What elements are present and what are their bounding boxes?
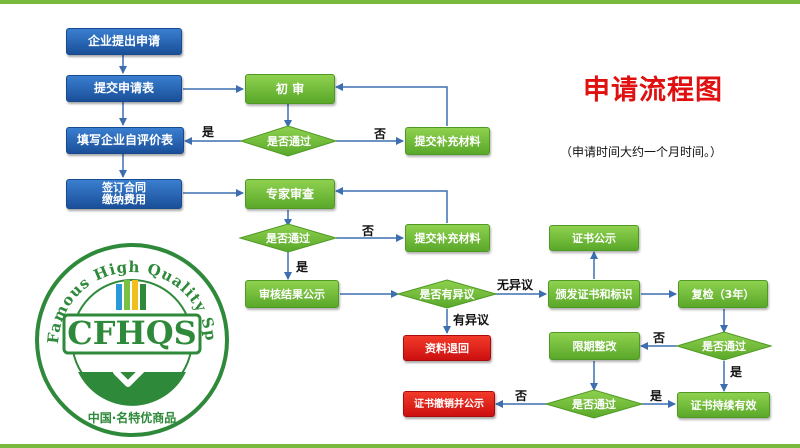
objection-check-label: 是否有异议 — [419, 288, 475, 301]
decision-diamond-1 — [239, 125, 338, 157]
top-border — [0, 0, 800, 4]
label-yes-2: 是 — [296, 260, 309, 274]
label-no-3: 否 — [653, 331, 666, 345]
label-no-2: 否 — [362, 224, 375, 238]
recheck-box: 复检（3年） — [678, 280, 768, 308]
pass-check-2-label: 是否通过 — [266, 232, 310, 245]
contract-box: 签订合同 缴纳费用 — [66, 179, 182, 209]
label-has-objection: 有异议 — [453, 313, 490, 327]
decision-diamond-4 — [675, 331, 773, 361]
expert-review-box: 专家审查 — [245, 179, 335, 209]
label-yes-1: 是 — [202, 125, 215, 139]
rectify-box: 限期整改 — [549, 332, 640, 360]
cert-publicity-box: 证书公示 — [549, 225, 639, 251]
cfhqs-logo: China Famous High Quality Specialty CFHQ… — [34, 242, 229, 437]
decision-diamond-5 — [544, 389, 644, 419]
logo-acronym: CFHQS — [67, 314, 196, 352]
bottom-border — [0, 444, 800, 448]
pass-check-4-label: 是否通过 — [572, 398, 616, 411]
label-yes-4: 是 — [650, 389, 663, 403]
first-review-box: 初 审 — [245, 74, 335, 104]
supplement-2-box: 提交补充材料 — [405, 224, 490, 252]
self-eval-box: 填写企业自评价表 — [66, 127, 184, 154]
duration-note: （申请时间大约一个月时间。） — [560, 145, 723, 159]
page-title: 申请流程图 — [583, 75, 723, 106]
supplement-1-box: 提交补充材料 — [405, 127, 490, 155]
logo-bottom-text: 中国·名特优商品 — [88, 410, 177, 425]
pass-check-1-label: 是否通过 — [267, 135, 311, 148]
decision-diamond-2 — [238, 223, 338, 253]
apply-box: 企业提出申请 — [66, 28, 182, 55]
revoke-box: 证书撤销并公示 — [403, 391, 495, 417]
pass-check-3-label: 是否通过 — [702, 340, 746, 353]
label-yes-3: 是 — [730, 365, 743, 379]
label-no-4: 否 — [515, 389, 528, 403]
label-no-1: 否 — [374, 127, 387, 141]
logo-emblem-icon — [116, 280, 146, 310]
label-no-objection: 无异议 — [497, 278, 534, 292]
decision-diamond-3 — [396, 279, 498, 309]
publicity-box: 审核结果公示 — [245, 280, 339, 308]
submit-form-box: 提交申请表 — [66, 75, 182, 102]
issue-cert-box: 颁发证书和标识 — [548, 280, 640, 308]
check-icon — [113, 359, 153, 387]
valid-box: 证书持续有效 — [677, 392, 770, 418]
return-docs-box: 资料退回 — [403, 335, 491, 361]
